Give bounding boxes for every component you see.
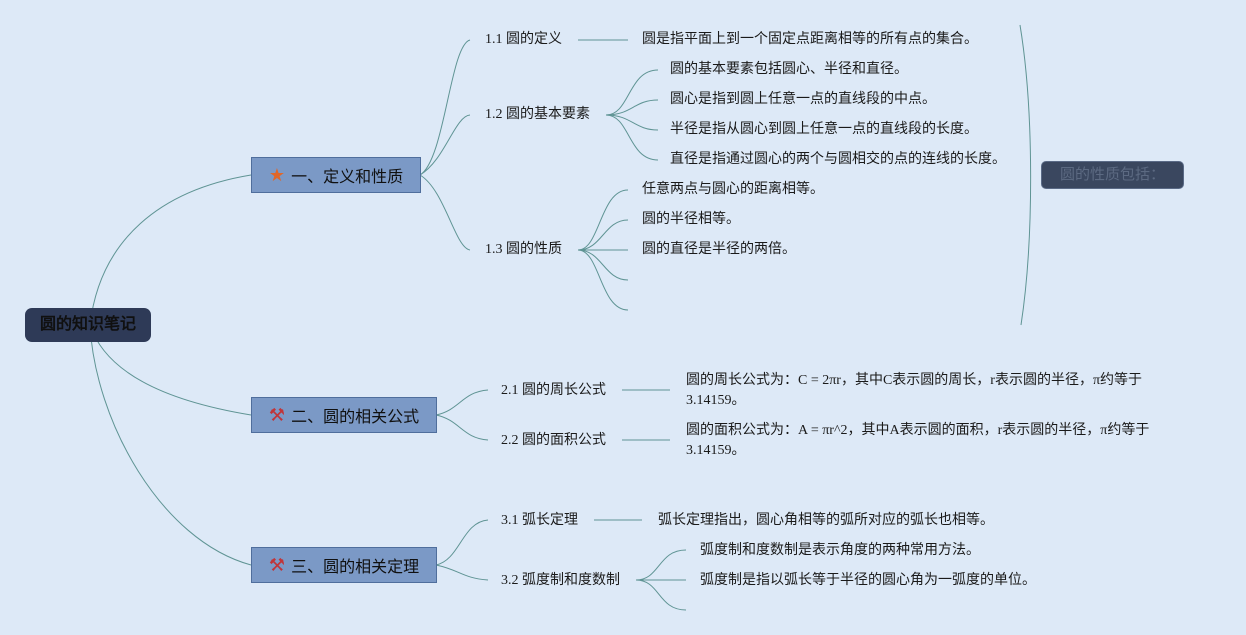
summary-node[interactable]: 圆的性质包括： bbox=[1041, 161, 1184, 189]
detail-1-2-2[interactable]: 圆心是指到圆上任意一点的直线段的中点。 bbox=[670, 92, 936, 107]
branch-related-theorems[interactable]: ⚒ 三、圆的相关定理 bbox=[251, 547, 437, 583]
branch-definition-and-properties[interactable]: ★ 一、定义和性质 bbox=[251, 157, 421, 193]
topic-1-1[interactable]: 1.1 圆的定义 bbox=[485, 32, 562, 47]
branch-related-formulas[interactable]: ⚒ 二、圆的相关公式 bbox=[251, 397, 437, 433]
detail-1-3-1[interactable]: 任意两点与圆心的距离相等。 bbox=[642, 182, 824, 197]
topic-2-2[interactable]: 2.2 圆的面积公式 bbox=[501, 433, 606, 448]
detail-1-3-2[interactable]: 圆的半径相等。 bbox=[642, 212, 740, 227]
branch-label: 三、圆的相关定理 bbox=[291, 559, 420, 576]
root-node[interactable]: 圆的知识笔记 bbox=[25, 308, 151, 342]
topic-3-1[interactable]: 3.1 弧长定理 bbox=[501, 513, 578, 528]
detail-1-3-3[interactable]: 圆的直径是半径的两倍。 bbox=[642, 242, 796, 257]
branch-label: 一、定义和性质 bbox=[291, 169, 404, 186]
detail-3-2-1[interactable]: 弧度制和度数制是表示角度的两种常用方法。 bbox=[700, 543, 980, 558]
topic-1-3[interactable]: 1.3 圆的性质 bbox=[485, 242, 562, 257]
detail-1-2-4[interactable]: 直径是指通过圆心的两个与圆相交的点的连线的长度。 bbox=[670, 152, 1006, 167]
topic-1-2[interactable]: 1.2 圆的基本要素 bbox=[485, 107, 590, 122]
tools-icon: ⚒ bbox=[268, 405, 286, 425]
topic-3-2[interactable]: 3.2 弧度制和度数制 bbox=[501, 573, 620, 588]
detail-3-2-2[interactable]: 弧度制是指以弧长等于半径的圆心角为一弧度的单位。 bbox=[700, 573, 1036, 588]
topic-2-1[interactable]: 2.1 圆的周长公式 bbox=[501, 383, 606, 398]
detail-1-2-1[interactable]: 圆的基本要素包括圆心、半径和直径。 bbox=[670, 62, 908, 77]
detail-1-1-1[interactable]: 圆是指平面上到一个固定点距离相等的所有点的集合。 bbox=[642, 32, 978, 47]
tools-icon: ⚒ bbox=[268, 555, 286, 575]
detail-2-1-1[interactable]: 圆的周长公式为：C = 2πr，其中C表示圆的周长，r表示圆的半径，π约等于3.… bbox=[686, 373, 1143, 408]
detail-3-1-1[interactable]: 弧长定理指出，圆心角相等的弧所对应的弧长也相等。 bbox=[658, 513, 994, 528]
star-icon: ★ bbox=[268, 165, 286, 185]
detail-2-2-1[interactable]: 圆的面积公式为：A = πr^2，其中A表示圆的面积，r表示圆的半径，π约等于3… bbox=[686, 423, 1150, 458]
branch-label: 二、圆的相关公式 bbox=[291, 409, 420, 426]
detail-1-2-3[interactable]: 半径是指从圆心到圆上任意一点的直线段的长度。 bbox=[670, 122, 978, 137]
